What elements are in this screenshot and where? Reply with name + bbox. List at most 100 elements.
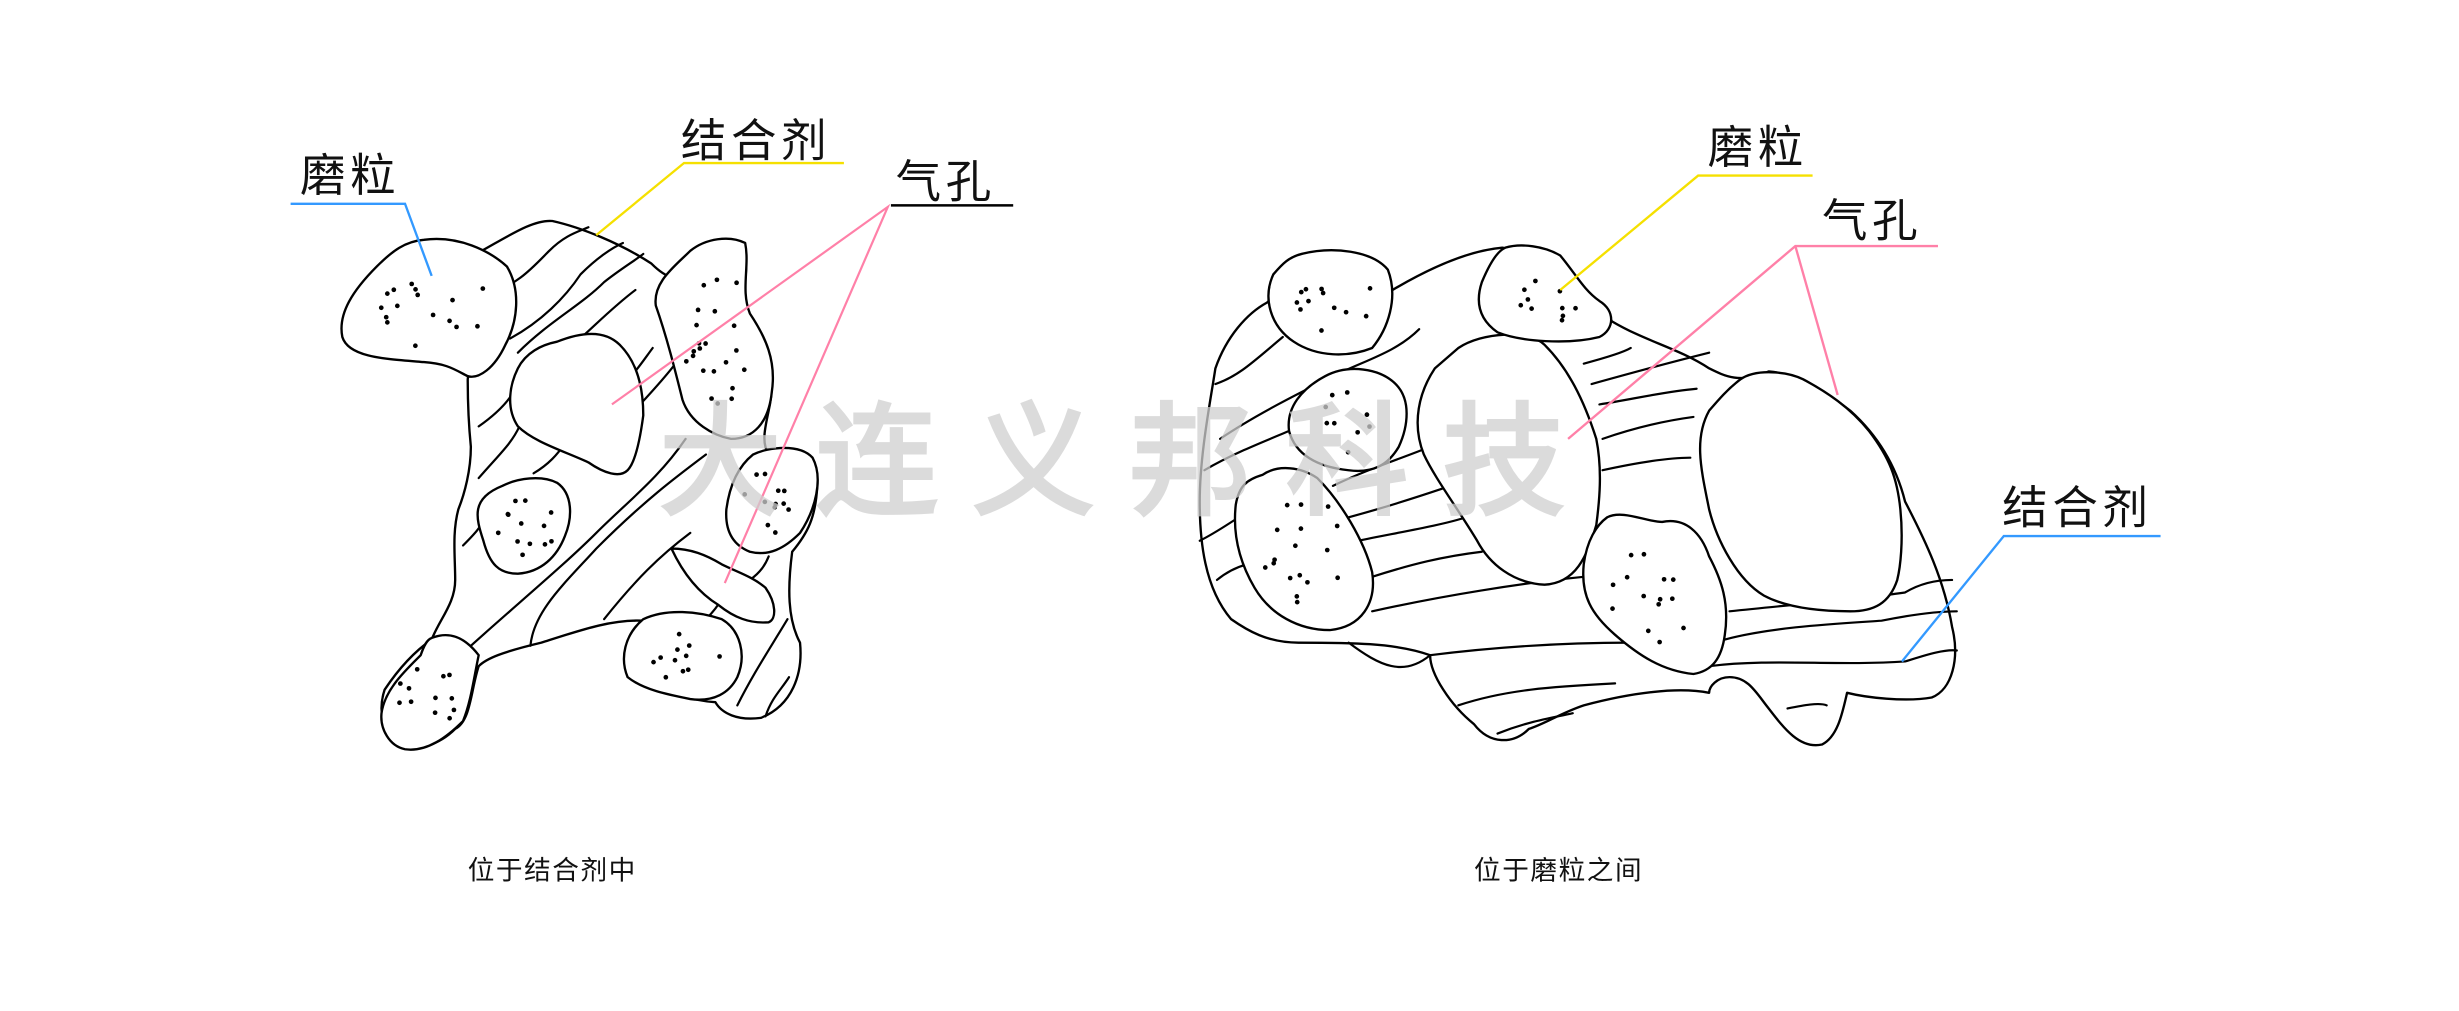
abrasive-grain	[1267, 249, 1394, 356]
grain-dot	[1306, 298, 1311, 304]
grain-dot	[1641, 551, 1647, 557]
grain-dot	[394, 303, 400, 309]
grain-dot	[1271, 560, 1277, 566]
grain-dot	[762, 471, 768, 477]
grain-dot	[700, 368, 706, 374]
grain-dot	[672, 657, 678, 663]
grain-dot	[432, 710, 438, 716]
grain-dot	[1573, 305, 1578, 311]
grain-dot	[1533, 278, 1538, 284]
grain-dot	[391, 287, 397, 293]
grain-dot	[398, 681, 403, 686]
label-pore-left: 气孔	[896, 155, 996, 208]
grain-dot	[685, 667, 691, 673]
grain-dot	[1518, 302, 1524, 308]
grain-dot	[447, 672, 452, 678]
grain-dot	[384, 320, 390, 325]
grain-dot	[1331, 305, 1337, 311]
grain-dot	[714, 277, 720, 283]
grain-dot	[449, 696, 455, 701]
grain-dot	[415, 292, 421, 298]
grain-dot	[1329, 392, 1335, 398]
grain-dot	[754, 472, 759, 477]
grain-dot	[522, 498, 528, 503]
grain-dot	[1303, 286, 1309, 292]
grain-dot	[1294, 300, 1300, 305]
label-binder-left: 结合剂	[681, 115, 831, 168]
grain-dot	[413, 343, 418, 349]
grain-dot	[548, 510, 554, 515]
leader-binder-left	[595, 161, 844, 237]
grain-dot	[711, 369, 717, 374]
grain-dot	[1324, 547, 1330, 553]
grain-dot	[715, 401, 721, 406]
grain-dot	[1610, 606, 1615, 611]
grain-dot	[701, 282, 707, 288]
grain-dot	[734, 280, 739, 286]
grain-dot	[1325, 504, 1331, 509]
grain-dot	[1343, 309, 1349, 315]
abrasive-grain	[380, 633, 480, 751]
grain-dot	[549, 538, 554, 544]
grain-dot	[1641, 593, 1647, 599]
grain-dot	[683, 358, 689, 364]
grain-dot	[475, 323, 480, 329]
grain-dot	[406, 685, 412, 691]
grain-dot	[1294, 599, 1300, 605]
caption-right: 位于磨粒之间	[1474, 855, 1643, 886]
grain-dots	[1262, 278, 1686, 645]
grain-dot	[1529, 306, 1534, 311]
grain-dot	[691, 348, 697, 354]
grain-dot	[1320, 290, 1326, 296]
grain-dot	[703, 341, 708, 346]
grain-dot	[680, 668, 686, 674]
grain-dot	[663, 674, 669, 680]
grain-dot	[723, 359, 729, 365]
grain-dot	[1331, 420, 1337, 426]
binder-hatching	[461, 226, 791, 718]
binder-hatching	[1198, 328, 1958, 735]
grain-dot	[1319, 286, 1324, 292]
grain-dot	[1364, 412, 1370, 418]
grain-dots	[378, 277, 791, 721]
grain-dot	[762, 499, 768, 505]
grain-dot	[447, 318, 452, 324]
grain-dot	[712, 308, 718, 314]
grain-dot	[734, 348, 739, 353]
leader-pore-right-2	[1794, 245, 1839, 396]
grain-dot	[729, 396, 735, 402]
grain-dot	[1522, 287, 1527, 293]
abrasive-grain	[1233, 467, 1375, 632]
grain-dot	[527, 541, 533, 547]
grain-dot	[683, 653, 689, 659]
grain-dot	[505, 511, 511, 517]
grain-dot	[741, 367, 747, 373]
grain-dot	[515, 539, 520, 544]
grain-dot	[1628, 552, 1634, 558]
grain-dot	[781, 488, 787, 494]
right-figure	[1198, 244, 1958, 747]
grain-dot	[695, 307, 701, 313]
grain-dot	[694, 322, 699, 328]
grain-dot	[697, 346, 703, 351]
grain-dot	[541, 523, 547, 529]
grain-dot	[430, 312, 436, 318]
grain-dot	[1274, 527, 1280, 533]
grain-dot	[1297, 572, 1303, 578]
grain-dot	[454, 324, 459, 330]
leader-grain-right	[1559, 174, 1813, 291]
grain-dot	[1272, 557, 1277, 563]
grain-dot	[450, 297, 455, 303]
grain-dot	[520, 552, 525, 558]
grain-dot	[775, 488, 781, 494]
grain-dot	[1319, 328, 1324, 333]
grain-dot	[675, 647, 680, 652]
grain-dot	[1292, 543, 1298, 549]
grain-dot	[786, 507, 791, 512]
grain-dot	[433, 695, 438, 701]
grain-dot	[378, 305, 384, 311]
grain-dot	[384, 291, 390, 296]
grain-dot	[773, 501, 779, 507]
grain-dot	[1681, 625, 1686, 631]
